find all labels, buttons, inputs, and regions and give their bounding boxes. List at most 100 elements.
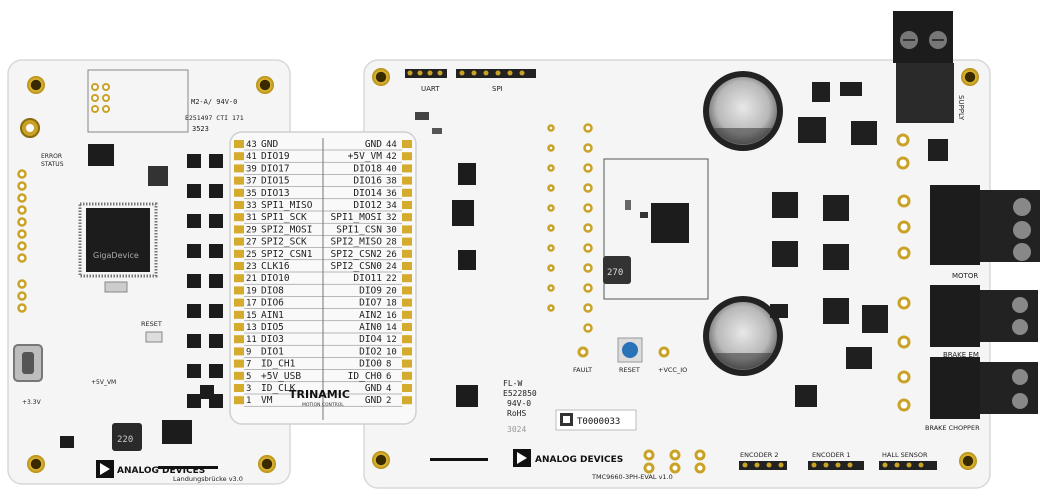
uart-label: UART bbox=[421, 85, 440, 93]
gold-pad bbox=[402, 152, 412, 161]
reset-button[interactable] bbox=[617, 337, 643, 363]
pin-name-left: SPI2_CSN1 bbox=[261, 249, 313, 260]
pin-number-right: 42 bbox=[386, 152, 397, 162]
mounting-hole bbox=[27, 76, 45, 94]
ic-chip bbox=[458, 163, 476, 185]
gold-pad bbox=[402, 237, 412, 246]
pin-name-right: GND bbox=[365, 383, 382, 394]
pin-name-right: SPI1_CSN bbox=[336, 224, 382, 235]
electrolytic-capacitor bbox=[703, 296, 783, 376]
pin-name-left: SPI2_SCK bbox=[261, 237, 307, 248]
pin-number-left: 19 bbox=[246, 286, 257, 296]
pin-number-right: 30 bbox=[386, 225, 397, 235]
rail-label-3v3: +3.3V bbox=[22, 399, 42, 406]
ic-chip bbox=[200, 385, 214, 399]
inductor-marking: 220 bbox=[117, 435, 133, 445]
brake-em-terminal-block: BRAKE EM bbox=[930, 285, 1038, 359]
brake-chopper-terminal-block: BRAKE CHOPPER bbox=[925, 357, 1038, 432]
pin-number-right: 6 bbox=[386, 372, 391, 382]
gold-pad bbox=[234, 323, 244, 331]
adapter-tagline: MOTION CONTROL bbox=[302, 402, 344, 408]
pin-name-right: AIN0 bbox=[359, 322, 382, 333]
pin-number-left: 23 bbox=[246, 262, 257, 272]
ic-chip bbox=[456, 385, 478, 407]
uart-header: UART bbox=[405, 69, 447, 93]
pin-name-right: SPI2_CSN2 bbox=[331, 249, 382, 260]
encoder1-label: ENCODER 1 bbox=[812, 451, 850, 459]
encoder2-header: ENCODER 2 bbox=[739, 451, 787, 470]
gold-pad bbox=[234, 201, 244, 209]
pin-number-left: 13 bbox=[246, 323, 257, 333]
ul-code: E251497 CTI 171 bbox=[185, 114, 244, 122]
gold-pad bbox=[402, 323, 412, 331]
mounting-hole bbox=[961, 68, 979, 86]
pin-name-right: DIO4 bbox=[359, 334, 382, 345]
pin-name-right: DIO11 bbox=[353, 273, 382, 284]
pin-number-left: 11 bbox=[246, 335, 257, 345]
error-led-label: ERROR bbox=[41, 153, 62, 160]
electrolytic-capacitor bbox=[703, 71, 783, 151]
svg-text:RoHS: RoHS bbox=[507, 409, 526, 418]
pin-number-right: 14 bbox=[386, 323, 397, 333]
gold-pad bbox=[234, 237, 244, 246]
pin-number-right: 20 bbox=[386, 286, 397, 296]
gold-pad bbox=[402, 274, 412, 283]
encoder2-label: ENCODER 2 bbox=[740, 451, 778, 459]
gold-pad bbox=[234, 176, 244, 185]
spi-label: SPI bbox=[492, 85, 503, 93]
gold-pad bbox=[402, 188, 412, 197]
pin-number-left: 43 bbox=[246, 140, 257, 150]
gold-pad bbox=[402, 396, 412, 405]
pin-name-left: ID_CLK bbox=[261, 383, 296, 394]
pin-name-left: CLK16 bbox=[261, 261, 290, 272]
pin-name-left: DIO17 bbox=[261, 163, 290, 174]
gold-pad bbox=[234, 335, 244, 344]
svg-text:ANALOG DEVICES: ANALOG DEVICES bbox=[535, 455, 623, 465]
pin-number-left: 41 bbox=[246, 152, 257, 162]
pin-name-left: SPI2_MOSI bbox=[261, 224, 312, 235]
gold-pad bbox=[402, 310, 412, 319]
gold-pad bbox=[402, 249, 412, 258]
gold-pad bbox=[402, 176, 412, 185]
gold-pad bbox=[402, 359, 412, 368]
trinamic-logo: TRINAMIC MOTION CONTROL bbox=[289, 388, 350, 408]
inductor-marking: 270 bbox=[607, 268, 623, 278]
pin-number-right: 32 bbox=[386, 213, 397, 223]
ic-chip bbox=[415, 112, 429, 120]
gold-pad bbox=[234, 396, 244, 405]
pin-number-right: 40 bbox=[386, 164, 397, 174]
pin-name-right: ID_CH0 bbox=[348, 371, 383, 382]
gold-pad bbox=[234, 274, 244, 283]
interface-board: M2-A/ 94V-0 E251497 CTI 171 3523 ERROR S… bbox=[7, 59, 291, 485]
hall-sensor-label: HALL SENSOR bbox=[882, 451, 928, 459]
adapter-brand: TRINAMIC bbox=[289, 388, 350, 401]
power-inductor bbox=[603, 256, 631, 284]
pin-number-right: 16 bbox=[386, 311, 397, 321]
gold-pad bbox=[402, 384, 412, 392]
left-gpio-header bbox=[17, 169, 27, 313]
svg-text:GigaDevice: GigaDevice bbox=[93, 251, 139, 260]
pin-number-right: 26 bbox=[386, 250, 397, 260]
rail-label-5v-vm: +5V_VM bbox=[91, 379, 116, 386]
pin-number-right: 8 bbox=[386, 360, 391, 370]
pin-number-left: 29 bbox=[246, 225, 257, 235]
pin-name-right: DIO0 bbox=[359, 359, 382, 370]
pin-name-right: DIO12 bbox=[353, 200, 382, 211]
pin-number-left: 17 bbox=[246, 299, 257, 309]
serial-number: T0000033 bbox=[577, 417, 620, 427]
power-inductor bbox=[112, 423, 142, 451]
pin-name-right: DIO18 bbox=[353, 163, 382, 174]
analog-devices-logo: ANALOG DEVICES bbox=[513, 449, 623, 467]
pin-name-left: DIO15 bbox=[261, 176, 290, 187]
qr-code bbox=[148, 166, 168, 186]
pin-name-right: SPI2_CSN0 bbox=[331, 261, 383, 272]
pin-name-left: DIO13 bbox=[261, 188, 290, 199]
gold-pad bbox=[234, 213, 244, 222]
pin-name-right: DIO2 bbox=[359, 346, 382, 357]
pin-name-left: DIO19 bbox=[261, 151, 290, 162]
reset-switch[interactable] bbox=[145, 331, 163, 343]
gold-pad bbox=[234, 140, 244, 148]
pin-name-left: DIO8 bbox=[261, 285, 284, 296]
gold-pad bbox=[402, 286, 412, 295]
